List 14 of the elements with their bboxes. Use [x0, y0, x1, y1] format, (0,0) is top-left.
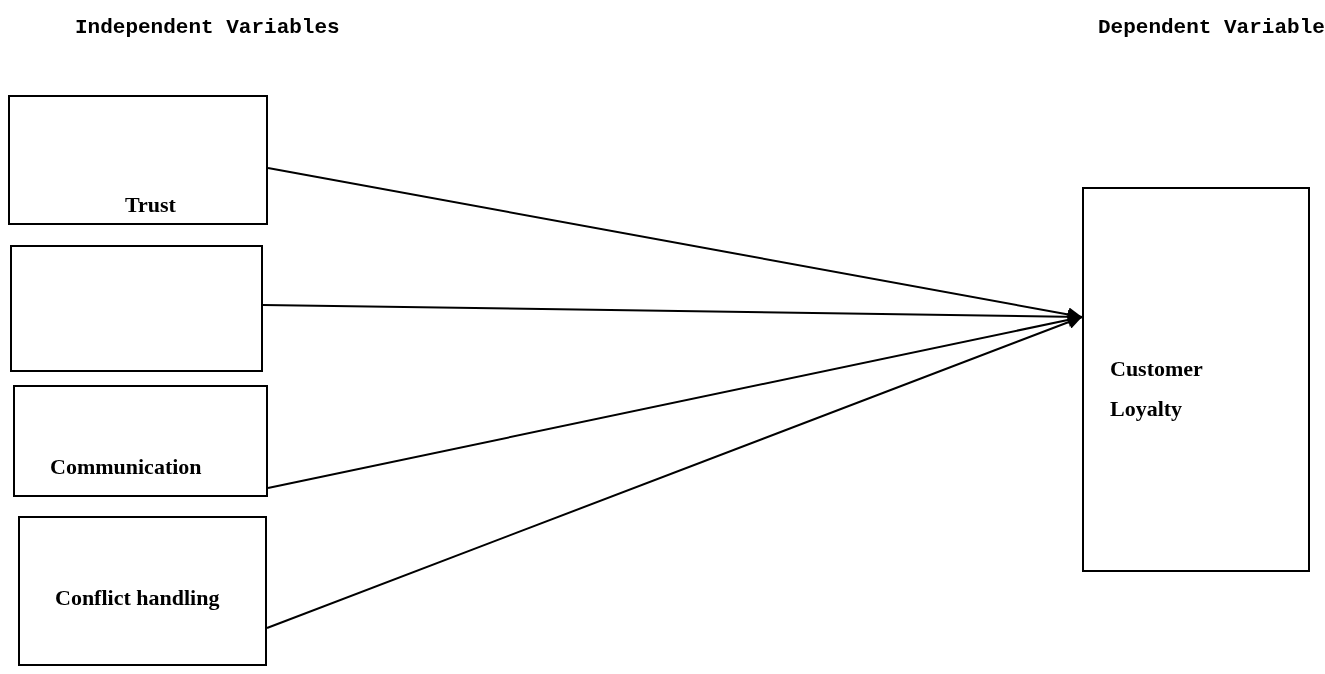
variable-name: Trust: [125, 191, 177, 219]
variable-box: [13, 385, 268, 497]
variable-box: [1082, 187, 1310, 572]
column-heading: Independent Variables: [75, 16, 340, 39]
variable-name: Conflict handling: [55, 584, 221, 612]
variable-name: Communication: [50, 453, 203, 481]
empty-box: [10, 245, 263, 372]
arrow: [267, 167, 1083, 322]
arrow: [266, 315, 1083, 629]
column-heading: Dependent Variable: [1098, 16, 1325, 39]
variable-name: Customer Loyalty: [1110, 355, 1204, 423]
arrow: [267, 313, 1083, 489]
variable-box: [8, 95, 268, 225]
variable-box: [18, 516, 267, 666]
